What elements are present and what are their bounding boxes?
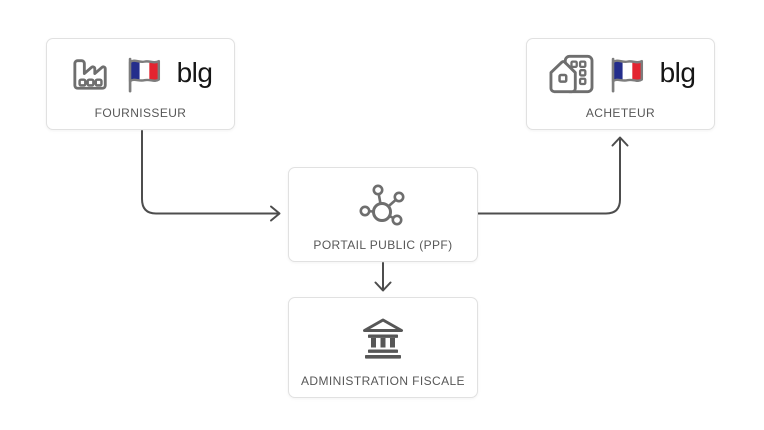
node-fournisseur: blg FOURNISSEUR	[46, 38, 235, 130]
bank-icon	[363, 318, 403, 359]
france-flag-icon	[611, 57, 643, 93]
node-label: ACHETEUR	[585, 106, 656, 120]
edge-portail-to-acheteur	[477, 137, 621, 215]
node-label: PORTAIL PUBLIC (PPF)	[313, 238, 453, 252]
blg-logo: blg	[176, 56, 213, 88]
network-hub-icon	[359, 184, 405, 225]
node-acheteur-icons: blg	[546, 39, 696, 106]
node-administration-icons	[359, 298, 407, 374]
edge-portail-to-administration-arrowhead	[374, 281, 392, 292]
edge-fournisseur-to-portail-arrowhead	[270, 205, 281, 222]
node-fournisseur-icons: blg	[69, 39, 213, 106]
node-acheteur: blg ACHETEUR	[526, 38, 715, 130]
node-label: FOURNISSEUR	[94, 106, 187, 120]
france-flag-icon	[128, 57, 160, 93]
node-portail-icons	[359, 168, 407, 238]
node-administration-fiscale: ADMINISTRATION FISCALE	[288, 297, 478, 398]
edge-portail-to-acheteur-arrowhead	[611, 136, 629, 147]
edge-fournisseur-to-portail	[141, 130, 279, 215]
buildings-icon	[549, 54, 593, 94]
blg-logo: blg	[659, 56, 696, 88]
node-label: ADMINISTRATION FISCALE	[301, 374, 465, 388]
node-portail-public: PORTAIL PUBLIC (PPF)	[288, 167, 478, 262]
factory-icon	[72, 59, 107, 90]
